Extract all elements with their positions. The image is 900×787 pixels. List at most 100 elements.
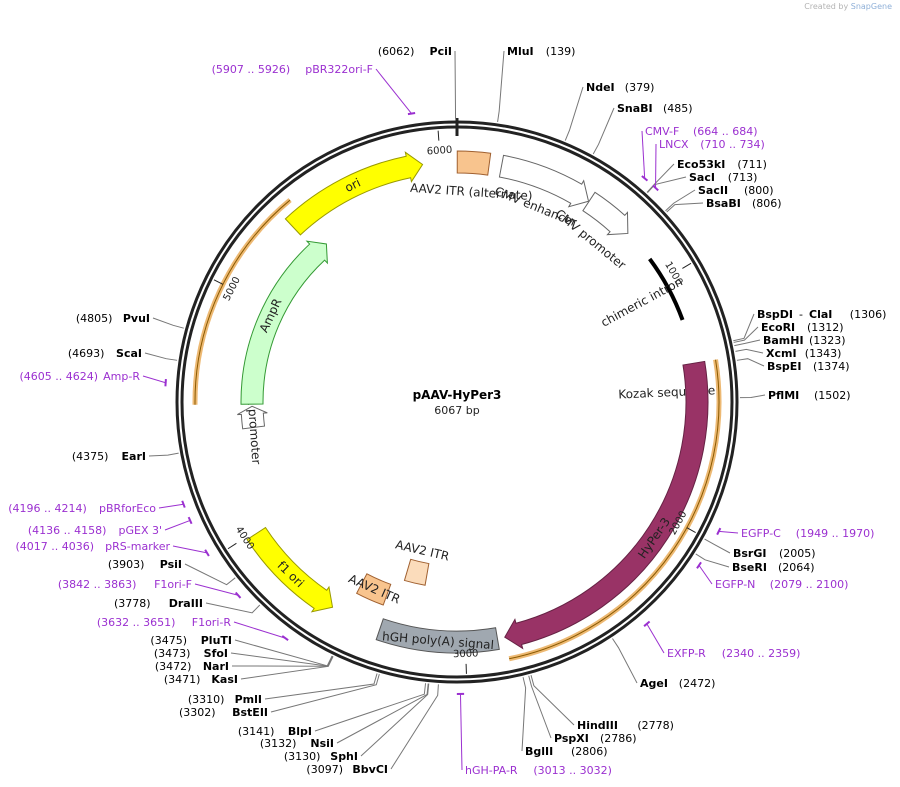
enzyme-position: (711) (737, 158, 767, 171)
enzyme-position: (3473) (154, 647, 191, 660)
enzyme-site-draiii[interactable]: DraIII(3778) (114, 597, 261, 614)
enzyme-name: BglII (525, 745, 553, 758)
primer-lncx[interactable]: LNCX(710 .. 734) (652, 138, 765, 192)
feature-ampr[interactable] (240, 240, 328, 405)
enzyme-site-pflmi[interactable]: PflMI(1502) (739, 389, 851, 402)
enzyme-name: BsaBI (706, 197, 741, 210)
enzyme-site-pvui[interactable]: PvuI(4805) (76, 312, 184, 329)
feature-aav2-itr[interactable] (403, 558, 430, 586)
enzyme-site-bspdi[interactable]: BspDI-ClaI(1306) (733, 308, 886, 342)
primer-leader (142, 375, 166, 384)
plasmid-name: pAAV-HyPer3 (413, 388, 502, 402)
primer-pgex-3[interactable]: pGEX 3'(4136 .. 4158) (28, 516, 193, 537)
enzyme-site-psii[interactable]: PsiI(3903) (108, 558, 236, 586)
feature-chimeric-intron[interactable] (648, 257, 685, 321)
enzyme-leader (152, 317, 184, 329)
primer-range: (2079 .. 2100) (770, 578, 849, 591)
feature-aav2-itr[interactable] (355, 573, 392, 606)
enzyme-site-scai[interactable]: ScaI(4693) (68, 347, 178, 361)
feature-cmv-promoter[interactable] (582, 191, 629, 236)
feature-hgh-poly-a-signal[interactable] (375, 618, 500, 654)
enzyme-position: (3475) (150, 634, 187, 647)
primer-pbr322ori-f[interactable]: pBR322ori-F(5907 .. 5926) (212, 63, 416, 116)
feature-ori-label: ori (343, 176, 363, 195)
primer-leader (164, 519, 191, 531)
enzyme-site-bsteii[interactable]: BstEII (3302) (179, 673, 380, 719)
enzyme-site-pspxi[interactable]: PspXI(2786) (528, 675, 637, 745)
enzyme-site-mlui[interactable]: MluI(139) (497, 45, 576, 122)
enzyme-site-bspei[interactable]: BspEI(1374) (736, 358, 850, 373)
primer-cmv-f[interactable]: CMV-F(664 .. 684) (641, 125, 758, 182)
enzyme-name: BspEI (767, 360, 801, 373)
enzyme-site-ecori[interactable]: EcoRI(1312) (733, 321, 844, 343)
enzyme-site-pcii[interactable]: PciI(6062) (378, 45, 457, 120)
primer-hgh-pa-r[interactable]: hGH-PA-R(3013 .. 3032) (456, 692, 612, 777)
primer-name: pGEX 3' (118, 524, 162, 537)
enzyme-site-bsabi[interactable]: BsaBI(806) (666, 197, 782, 213)
primer-name: EGFP-N (715, 578, 755, 591)
primer-egfp-n[interactable]: EGFP-N (2079 .. 2100) (696, 561, 849, 591)
enzyme-name: BbvCI (352, 763, 388, 776)
enzyme-leader (454, 50, 457, 120)
feature-f1-ori[interactable] (246, 526, 334, 613)
enzyme-name: SfoI (204, 647, 228, 660)
enzyme-site-nsii[interactable]: NsiI(3132) (260, 683, 429, 750)
enzyme-position: (3132) (260, 737, 297, 750)
primer-range: (2340 .. 2359) (722, 647, 801, 660)
enzyme-site-ndei[interactable]: NdeI(379) (564, 81, 655, 141)
enzyme-site-bamhi[interactable]: BamHI(1323) (734, 334, 846, 347)
primer-leader (172, 545, 208, 554)
feature-hyper-3[interactable] (504, 360, 709, 650)
enzyme-site-bsrgi[interactable]: BsrGI(2005) (704, 538, 816, 560)
enzyme-name: DraIII (169, 597, 203, 610)
enzyme-site-snabi[interactable]: SnaBI(485) (592, 102, 693, 155)
enzyme-name: SnaBI (617, 102, 653, 115)
primer-mark (281, 635, 289, 642)
enzyme-site-saci[interactable]: SacI(713) (647, 171, 757, 194)
feature-cmv-enhancer[interactable] (498, 154, 590, 208)
enzyme-site-nari[interactable]: NarI(3472) (155, 656, 334, 673)
enzyme-site-sacii[interactable]: SacII(800) (665, 184, 774, 212)
enzyme-position: (379) (625, 81, 655, 94)
enzyme-site-kasi[interactable]: KasI(3471) (164, 656, 334, 686)
enzyme-site-pmli[interactable]: PmlI(3310) (188, 673, 378, 706)
enzyme-site-bglii[interactable]: BglII (2806) (521, 677, 608, 758)
enzyme-leader (733, 326, 759, 343)
tick-label: 6000 (426, 145, 452, 158)
primer-amp-r[interactable]: Amp-R(4605 .. 4624) (19, 370, 167, 387)
enzyme-position: (3471) (164, 673, 201, 686)
enzyme-site-blpi[interactable]: BlpI(3141) (238, 683, 427, 738)
enzyme-leader (336, 683, 429, 744)
feature-aav2-itr-alternate[interactable] (456, 150, 492, 176)
enzyme-site-eco53ki[interactable]: Eco53kI(711) (646, 158, 767, 193)
enzyme-site-xcmi[interactable]: XcmI(1343) (735, 347, 841, 360)
enzyme-position: (2472) (679, 677, 716, 690)
feature-ori[interactable] (284, 151, 424, 236)
primer-f1ori-r[interactable]: F1ori-R(3632 .. 3651) (97, 616, 289, 642)
enzyme-site-bseri[interactable]: BseRI(2064) (695, 553, 815, 574)
enzyme-site-eari[interactable]: EarI(4375) (72, 450, 179, 463)
enzyme-site-bbvci[interactable]: BbvCI(3097) (306, 684, 439, 776)
primer-exfp-r[interactable]: EXFP-R(2340 .. 2359) (643, 620, 801, 660)
primer-f1ori-f[interactable]: F1ori-F(3842 .. 3863) (58, 578, 242, 599)
enzyme-site-sphi[interactable]: SphI(3130) (284, 683, 430, 763)
primer-leader (698, 565, 713, 585)
enzyme-leader (521, 677, 527, 752)
enzyme-position: (1323) (809, 334, 846, 347)
enzyme-position: (2806) (571, 745, 608, 758)
enzyme-position: (3302) (179, 706, 216, 719)
primer-prs-marker[interactable]: pRS-marker(4017 .. 4036) (15, 540, 210, 557)
primer-mark (407, 112, 416, 116)
primer-range: (4017 .. 4036) (15, 540, 94, 553)
tick-mark (213, 279, 224, 285)
primer-range: (3842 .. 3863) (58, 578, 137, 591)
enzyme-site-hindiii[interactable]: HindIII(2778) (530, 675, 674, 732)
feature-ampr-promoter[interactable] (237, 405, 268, 430)
primer-name: Amp-R (103, 370, 140, 383)
primer-range: (3013 .. 3032) (533, 764, 612, 777)
enzyme-name: BstEII (232, 706, 268, 719)
primer-egfp-c[interactable]: EGFP-C(1949 .. 1970) (716, 527, 874, 540)
enzyme-name-2: ClaI (809, 308, 832, 321)
enzyme-site-agei[interactable]: AgeI(2472) (612, 638, 715, 690)
primer-pbrforeco[interactable]: pBRforEco(4196 .. 4214) (8, 500, 186, 515)
